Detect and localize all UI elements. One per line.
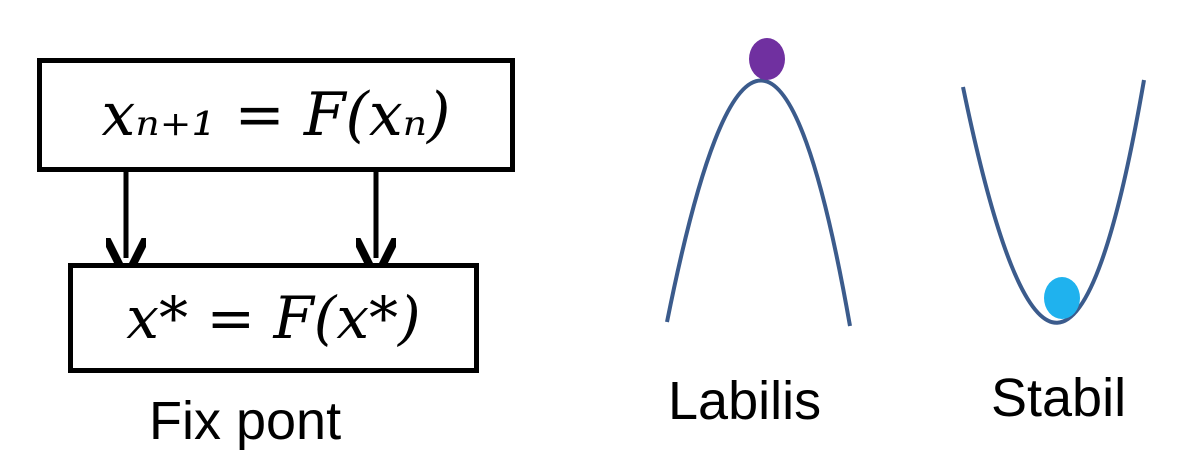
- iteration-equation: xₙ₊₁ = F(xₙ): [101, 80, 451, 150]
- unstable-ball-icon: [749, 38, 785, 80]
- fixed-point-label: Fix pont: [149, 391, 342, 451]
- stable-label: Stabil: [991, 368, 1127, 428]
- fixed-point-equation: x* = F(x*): [126, 284, 421, 352]
- stable-ball-icon: [1044, 277, 1080, 319]
- stable-curve: [961, 79, 1146, 325]
- unstable-curve: [665, 78, 852, 327]
- iteration-equation-box: xₙ₊₁ = F(xₙ): [37, 58, 515, 172]
- unstable-label: Labilis: [668, 371, 822, 431]
- fixed-point-equation-box: x* = F(x*): [68, 263, 479, 373]
